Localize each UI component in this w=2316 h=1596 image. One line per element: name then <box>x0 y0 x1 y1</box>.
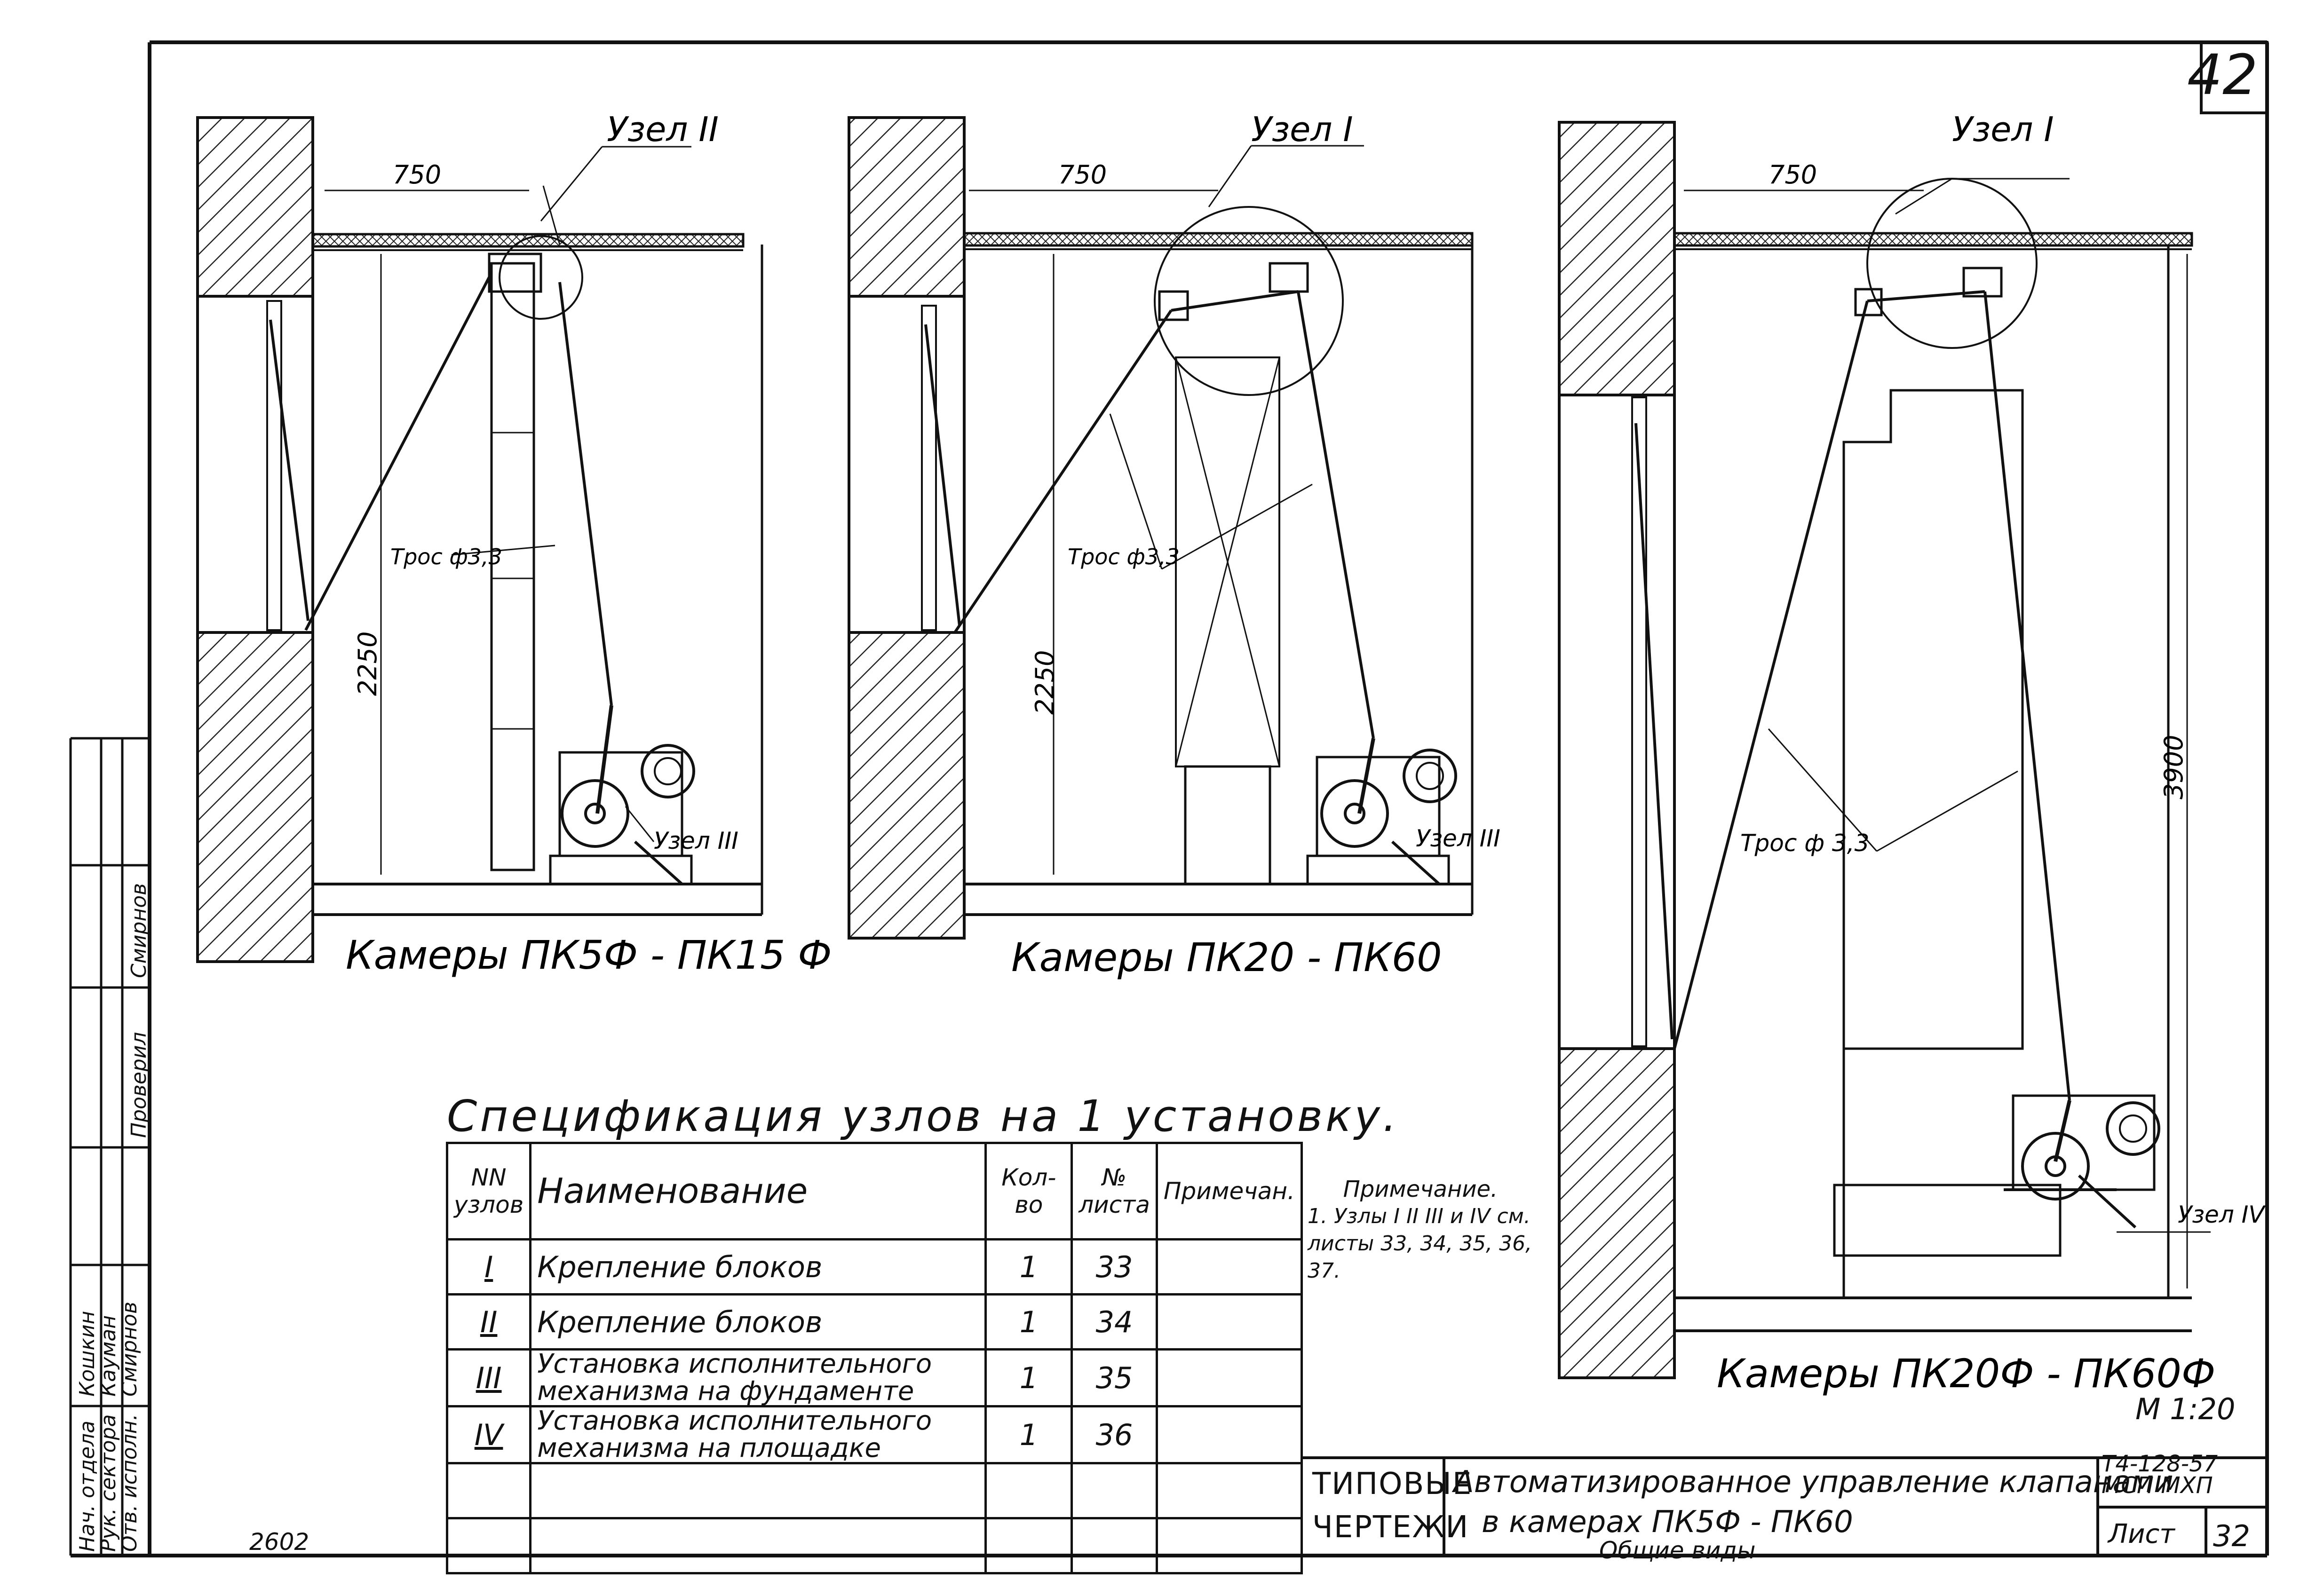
side-role-1: Нач. отдела <box>75 1420 99 1552</box>
spec-header-num: NN узлов <box>445 1142 532 1240</box>
side-name-1: Кошкин <box>75 1311 99 1397</box>
code-line-1: Т4-128-57 <box>2102 1451 2218 1477</box>
spec-row-num: III <box>445 1348 532 1407</box>
title-block-grid <box>1303 1456 2267 1556</box>
spec-row-name: Крепление блоков <box>529 1238 987 1296</box>
sheet-number: 42 <box>2187 42 2258 107</box>
sheet-value: 32 <box>2213 1519 2250 1553</box>
note-heading: Примечание. <box>1343 1176 1498 1202</box>
spec-row-note <box>1155 1293 1303 1351</box>
view-3-node-bottom: Узел IV <box>2178 1201 2266 1228</box>
view-3-cable: Трос ф 3,3 <box>1740 830 1869 857</box>
table-row: II Крепление блоков 1 34 <box>445 1293 1303 1351</box>
spec-row-name: Установка исполнительного механизма на ф… <box>529 1348 987 1407</box>
table-row <box>445 1517 1303 1574</box>
table-row: III Установка исполнительного механизма … <box>445 1348 1303 1407</box>
view-1-node-top: Узел II <box>607 110 719 149</box>
note-text: 1. Узлы I II III и IV см. листы 33, 34, … <box>1308 1204 1532 1283</box>
view-2-cable: Трос ф3,3 <box>1068 544 1180 569</box>
view-3-drawing <box>1558 121 2211 1379</box>
view-1-node-bottom: Узел III <box>654 827 738 854</box>
view-1-caption: Камеры ПК5Ф - ПК15 Ф <box>346 932 832 978</box>
view-2-labels: Узел I 750 2250 Трос ф3,3 Узел III Камер… <box>1011 110 1500 980</box>
spec-row-qty: 1 <box>984 1405 1073 1464</box>
code-line-2: МСП МХП <box>2102 1472 2213 1499</box>
spec-row-num: II <box>445 1293 532 1351</box>
table-row: IV Установка исполнительного механизма н… <box>445 1405 1303 1464</box>
side-role-2: Рук. сектора <box>96 1414 120 1552</box>
view-2-caption: Камеры ПК20 - ПК60 <box>1011 934 1442 980</box>
note-block: Примечание. 1. Узлы I II III и IV см. ли… <box>1308 1176 1533 1285</box>
view-2-node-bottom: Узел III <box>1416 825 1500 852</box>
view-1-dim-horizontal: 750 <box>393 160 441 190</box>
spec-row-note <box>1155 1238 1303 1296</box>
drawing-code: Т4-128-57 МСП МХП <box>2102 1451 2218 1499</box>
side-name-4: Смирнов <box>127 883 151 978</box>
series-line-1: ТИПОВЫЕ <box>1312 1467 1473 1501</box>
title-line-2: в камерах ПК5Ф - ПК60 <box>1482 1505 1853 1540</box>
side-name-3: Смирнов <box>118 1301 142 1397</box>
table-row <box>445 1462 1303 1519</box>
spec-row-note <box>1155 1348 1303 1407</box>
spec-header-qty: Кол-во <box>984 1142 1073 1240</box>
spec-row-qty: 1 <box>984 1238 1073 1296</box>
series-line-2: ЧЕРТЕЖИ <box>1312 1510 1469 1545</box>
spec-row-qty: 1 <box>984 1348 1073 1407</box>
sheet-label: Лист <box>2108 1519 2175 1549</box>
scale-label: М 1:20 <box>2135 1392 2236 1426</box>
spec-header-note: Примечан. <box>1155 1142 1303 1240</box>
spec-row-name: Установка исполнительного механизма на п… <box>529 1405 987 1464</box>
view-2-node-top: Узел I <box>1251 110 1353 149</box>
stamp-number: 2602 <box>249 1528 309 1556</box>
spec-row-num: IV <box>445 1405 532 1464</box>
view-3-node-top: Узел I <box>1952 110 2054 149</box>
view-2-dim-horizontal: 750 <box>1058 160 1107 190</box>
view-3-dim-horizontal: 750 <box>1769 160 1817 190</box>
title-line-3: Общие виды <box>1599 1537 1756 1564</box>
spec-title: Спецификация узлов на 1 установку. <box>447 1091 1400 1141</box>
side-role-3: Отв. исполн. <box>118 1414 142 1552</box>
view-3-labels: Узел I 750 3900 Трос ф 3,3 Узел IV Камер… <box>1717 110 2266 1397</box>
view-3-caption: Камеры ПК20Ф - ПК60Ф <box>1717 1351 2215 1397</box>
spec-row-name: Крепление блоков <box>529 1293 987 1351</box>
spec-row-sheet: 35 <box>1071 1348 1158 1407</box>
table-row: I Крепление блоков 1 33 <box>445 1238 1303 1296</box>
spec-row-num: I <box>445 1238 532 1296</box>
spec-header-name: Наименование <box>529 1142 987 1240</box>
side-stamp-grid <box>69 737 150 1556</box>
spec-header-sheet: № листа <box>1071 1142 1158 1240</box>
view-2-dim-vertical: 2250 <box>1030 650 1060 715</box>
side-role-4: Проверил <box>127 1032 151 1138</box>
spec-header-row: NN узлов Наименование Кол-во № листа При… <box>445 1142 1303 1240</box>
view-1-dim-vertical: 2250 <box>353 632 382 696</box>
spec-row-sheet: 33 <box>1071 1238 1158 1296</box>
spec-row-sheet: 34 <box>1071 1293 1158 1351</box>
spec-row-note <box>1155 1405 1303 1464</box>
view-3-dim-vertical: 3900 <box>2159 735 2189 799</box>
spec-table: NN узлов Наименование Кол-во № листа При… <box>445 1142 1303 1574</box>
title-line-1: Автоматизированное управление клапанами <box>1453 1465 2173 1500</box>
title-block-series: ТИПОВЫЕ ЧЕРТЕЖИ <box>1312 1462 1472 1549</box>
view-1-drawing <box>196 116 763 963</box>
view-1-cable: Трос ф3,3 <box>390 544 502 569</box>
view-1-labels: Узел II 750 2250 Трос ф3,3 Узел III Каме… <box>346 110 832 978</box>
spec-row-qty: 1 <box>984 1293 1073 1351</box>
spec-row-sheet: 36 <box>1071 1405 1158 1464</box>
side-name-2: Кауман <box>96 1315 120 1397</box>
view-2-drawing <box>848 116 1474 940</box>
